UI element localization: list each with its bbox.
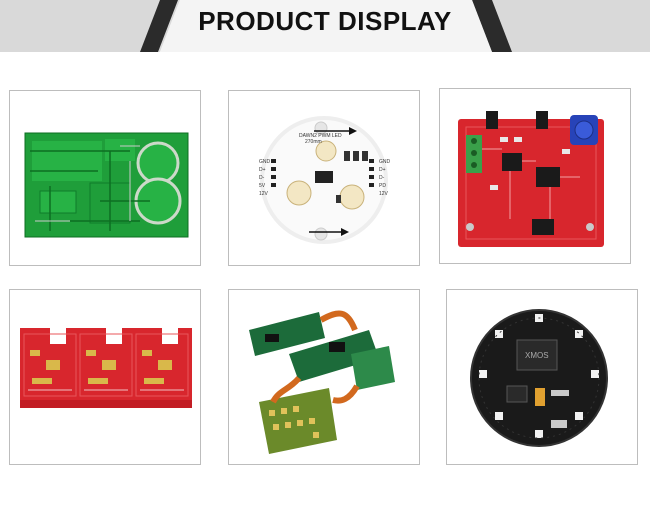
silkscreen-length: 270mm: [305, 139, 322, 145]
rigid-flex-pcb-image: [249, 310, 395, 454]
product-card-red-controller-pcb[interactable]: [439, 88, 631, 264]
pin-label: D+: [379, 167, 386, 173]
page-title: PRODUCT DISPLAY: [198, 6, 452, 36]
product-card-round-led-pcb[interactable]: DAWN2 PWM LED 270mm GND D+ D- 5V 12V GND…: [228, 90, 420, 266]
product-card-red-panel-pcb[interactable]: [9, 289, 201, 465]
green-pcb-image: [24, 132, 189, 238]
red-controller-pcb-image: [458, 111, 604, 247]
pin-label: 5V: [259, 183, 266, 189]
round-led-pcb-image: DAWN2 PWM LED 270mm GND D+ D- 5V 12V GND…: [259, 116, 391, 244]
header-banner: PRODUCT DISPLAY: [0, 0, 650, 52]
pin-label: D-: [379, 175, 385, 181]
pin-label: 12V: [379, 191, 389, 197]
product-card-black-round-pcb[interactable]: XMOS: [446, 289, 638, 465]
pin-label: D-: [259, 175, 265, 181]
pin-label: 12V: [259, 191, 269, 197]
pin-label: GND: [379, 159, 391, 165]
product-card-green-pcb[interactable]: [9, 90, 201, 266]
red-panel-pcb-image: [20, 328, 192, 408]
banner-background: [0, 0, 650, 52]
product-card-rigid-flex-pcb[interactable]: [228, 289, 420, 465]
pin-label: PD: [379, 183, 386, 189]
pin-label: GND: [259, 159, 271, 165]
black-round-pcb-image: XMOS: [470, 309, 608, 447]
chip-label: XMOS: [525, 351, 549, 360]
silkscreen-title: DAWN2 PWM LED: [299, 133, 342, 139]
pin-label: D+: [259, 167, 266, 173]
